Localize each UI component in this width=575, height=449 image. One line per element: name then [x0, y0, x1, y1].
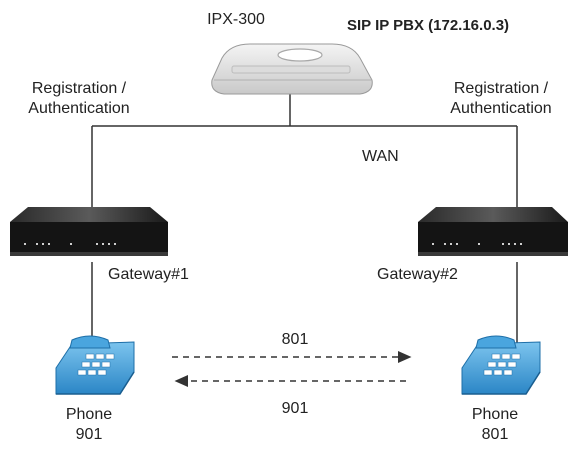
right-link-line2: Authentication [450, 100, 552, 117]
left-link-line2: Authentication [28, 100, 130, 117]
phone-901-icon [55, 335, 135, 395]
left-link-label: Registration / Authentication [14, 79, 144, 119]
gateway-1-label: Gateway#1 [108, 266, 189, 283]
gateway-2-icon [418, 207, 568, 256]
right-link-label: Registration / Authentication [436, 79, 566, 119]
call-backward-label: 901 [281, 400, 309, 417]
pbx-title-label: SIP IP PBX (172.16.0.3) [347, 17, 510, 34]
pbx-device-icon [211, 43, 373, 95]
gateway-1-icon [10, 207, 168, 256]
pbx-model-label: IPX-300 [207, 11, 265, 28]
phone-901-line2: 901 [75, 426, 103, 443]
call-forward-label: 801 [281, 331, 309, 348]
phone-901-line1: Phone [65, 406, 113, 423]
left-link-line1: Registration / [31, 80, 127, 97]
phone-901-label: Phone 901 [44, 405, 134, 445]
wan-label: WAN [362, 148, 399, 165]
phone-801-line1: Phone [471, 406, 519, 423]
gateway-2-label: Gateway#2 [377, 266, 458, 283]
phone-801-label: Phone 801 [450, 405, 540, 445]
phone-801-icon [461, 335, 541, 395]
right-link-line1: Registration / [453, 80, 549, 97]
phone-801-line2: 801 [481, 426, 509, 443]
wan-links [91, 92, 518, 345]
